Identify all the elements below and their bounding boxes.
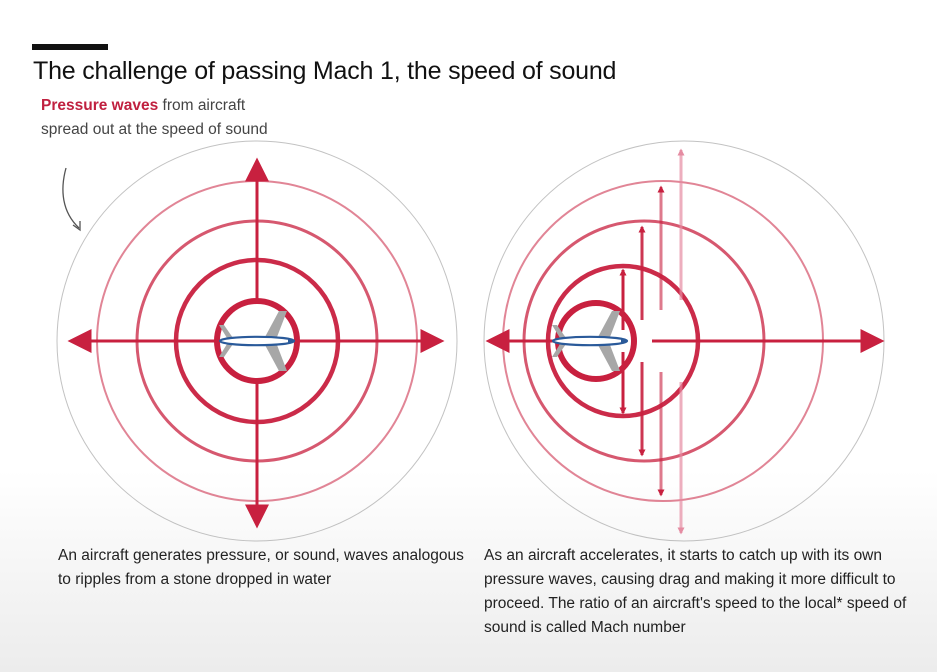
caption-accelerating: As an aircraft accelerates, it starts to… <box>484 547 907 636</box>
caption-stationary: An aircraft generates pressure, or sound… <box>58 547 464 588</box>
accelerating-waves-diagram <box>483 140 885 542</box>
annotation-rest: from aircraft spread out at the speed of… <box>41 97 268 138</box>
wave-ring-5 <box>56 140 458 542</box>
stationary-waves-diagram <box>56 140 458 542</box>
annotation-highlight: Pressure waves <box>41 97 159 114</box>
aircraft-icon <box>218 311 296 371</box>
wave-ring-1 <box>214 298 300 384</box>
annotation-pointer-arrow <box>62 167 81 232</box>
aircraft-icon <box>551 311 629 371</box>
annotation-text: Pressure waves from aircraft spread out … <box>41 94 291 142</box>
page-title: The challenge of passing Mach 1, the spe… <box>33 57 617 85</box>
title-accent-bar <box>32 44 108 50</box>
